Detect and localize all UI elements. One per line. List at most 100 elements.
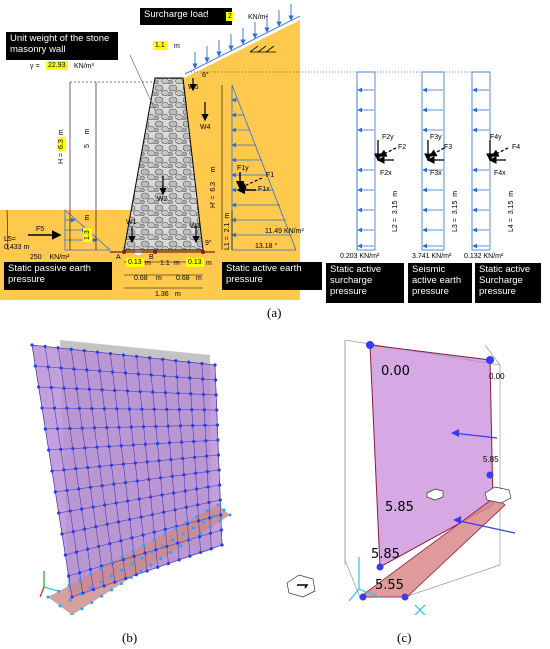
f1x-label: F1x xyxy=(258,186,270,193)
mesh-node xyxy=(159,476,163,480)
mesh-node xyxy=(203,423,207,427)
angle-top: 6° xyxy=(202,72,209,79)
mesh-node xyxy=(215,408,219,412)
base-node xyxy=(79,592,82,596)
mesh-node xyxy=(136,372,140,376)
mesh-node xyxy=(206,485,210,489)
base-node xyxy=(198,532,202,536)
axis-triad xyxy=(39,571,59,598)
base-node xyxy=(218,519,222,523)
base-node xyxy=(169,550,173,554)
l4-value: 3.15 xyxy=(508,200,515,215)
mesh-node xyxy=(53,490,57,494)
surcharge-arrows xyxy=(184,4,301,75)
mesh-node xyxy=(95,445,99,449)
mesh-node xyxy=(216,438,220,442)
active-pressure-number: 11.49 xyxy=(265,228,282,235)
inner-height-unit: m xyxy=(84,128,91,135)
base-node xyxy=(222,508,226,512)
mesh-node xyxy=(134,354,139,359)
mesh-node xyxy=(67,574,71,578)
mesh-node xyxy=(196,503,200,507)
mesh-node xyxy=(201,392,206,397)
mesh-node xyxy=(105,425,109,430)
mesh-node xyxy=(112,482,116,486)
mesh-node xyxy=(80,426,84,430)
mesh-node xyxy=(143,442,147,446)
mesh-node xyxy=(63,553,67,557)
point-c-node xyxy=(201,250,205,254)
h-value: 6.3 xyxy=(57,137,66,151)
mesh-node xyxy=(50,469,54,473)
mesh-node xyxy=(74,467,78,471)
stress-label-mid-right: 5.85 xyxy=(483,455,499,464)
mesh-node xyxy=(69,347,73,351)
stress-label-mid: 5.85 xyxy=(385,500,414,515)
h-unit: m xyxy=(58,129,65,136)
base-node xyxy=(150,550,154,554)
mesh-node xyxy=(85,547,90,551)
mesh-node xyxy=(175,375,179,379)
mesh-node xyxy=(30,343,34,347)
l2-unit: m xyxy=(392,190,399,197)
mesh-node xyxy=(121,353,126,357)
f3-label: F3 xyxy=(444,144,453,151)
p4-unit: KN/m² xyxy=(483,253,504,260)
mesh-node xyxy=(187,360,191,364)
base-node xyxy=(174,526,177,530)
gamma-value: 22.93 xyxy=(46,61,68,70)
mesh-node xyxy=(100,484,104,488)
mesh-node xyxy=(56,427,60,431)
mesh-node xyxy=(139,515,143,519)
mesh-node xyxy=(71,529,75,534)
hex-marker-left-glyph xyxy=(297,584,309,589)
mesh-node xyxy=(163,391,168,395)
hprime-value: 6.3 xyxy=(210,181,217,192)
mesh-node xyxy=(188,554,192,558)
mesh-node xyxy=(157,459,161,463)
base-node xyxy=(191,526,195,530)
mesh-node xyxy=(145,569,149,573)
w1-label: W1 xyxy=(126,219,137,226)
load-arrow-upper-head xyxy=(451,429,459,437)
base-dim-1-unit: m xyxy=(145,260,151,267)
mesh-node xyxy=(177,407,181,412)
mesh-node xyxy=(165,544,169,549)
mesh-node xyxy=(103,503,107,507)
mesh-node xyxy=(130,536,134,540)
mesh-node xyxy=(97,464,102,469)
sub-caption-4: Static active Surcharge pressure xyxy=(475,263,541,303)
l5-number: 0.433 xyxy=(4,244,22,251)
mesh-node xyxy=(83,527,87,531)
node-3 xyxy=(486,471,494,479)
mesh-node xyxy=(166,424,170,428)
mesh-node xyxy=(100,388,104,392)
point-b-label: B xyxy=(149,254,154,261)
mesh-node xyxy=(82,349,86,353)
half-dim-2: 0.68 xyxy=(176,275,190,282)
mesh-node xyxy=(204,439,208,443)
p2-value: 0.203 KN/m² xyxy=(340,253,379,260)
mesh-node xyxy=(137,497,141,501)
base-node xyxy=(149,563,153,567)
point-a-node xyxy=(122,250,126,254)
f2-label: F2 xyxy=(398,144,407,151)
l1-unit: m xyxy=(224,212,231,219)
total-width-unit: m xyxy=(175,291,181,298)
mesh-node xyxy=(188,376,192,380)
mesh-node xyxy=(177,558,181,562)
active-caption: Static active earth pressure xyxy=(222,262,322,290)
half-dim-1-unit: m xyxy=(156,275,162,282)
top-width-value: 1.1 xyxy=(153,41,167,50)
mesh-node xyxy=(62,468,66,472)
mesh-node xyxy=(217,468,221,472)
mesh-node xyxy=(198,550,203,555)
base-node xyxy=(212,514,216,518)
l3-unit: m xyxy=(452,190,459,197)
angle-bottom: 9° xyxy=(205,240,212,247)
base-dim-1: 0.13 xyxy=(126,258,144,267)
point-a-label: A xyxy=(116,254,121,261)
base-node xyxy=(195,515,199,518)
mesh-node xyxy=(114,501,118,505)
wall-base-c xyxy=(358,496,506,598)
